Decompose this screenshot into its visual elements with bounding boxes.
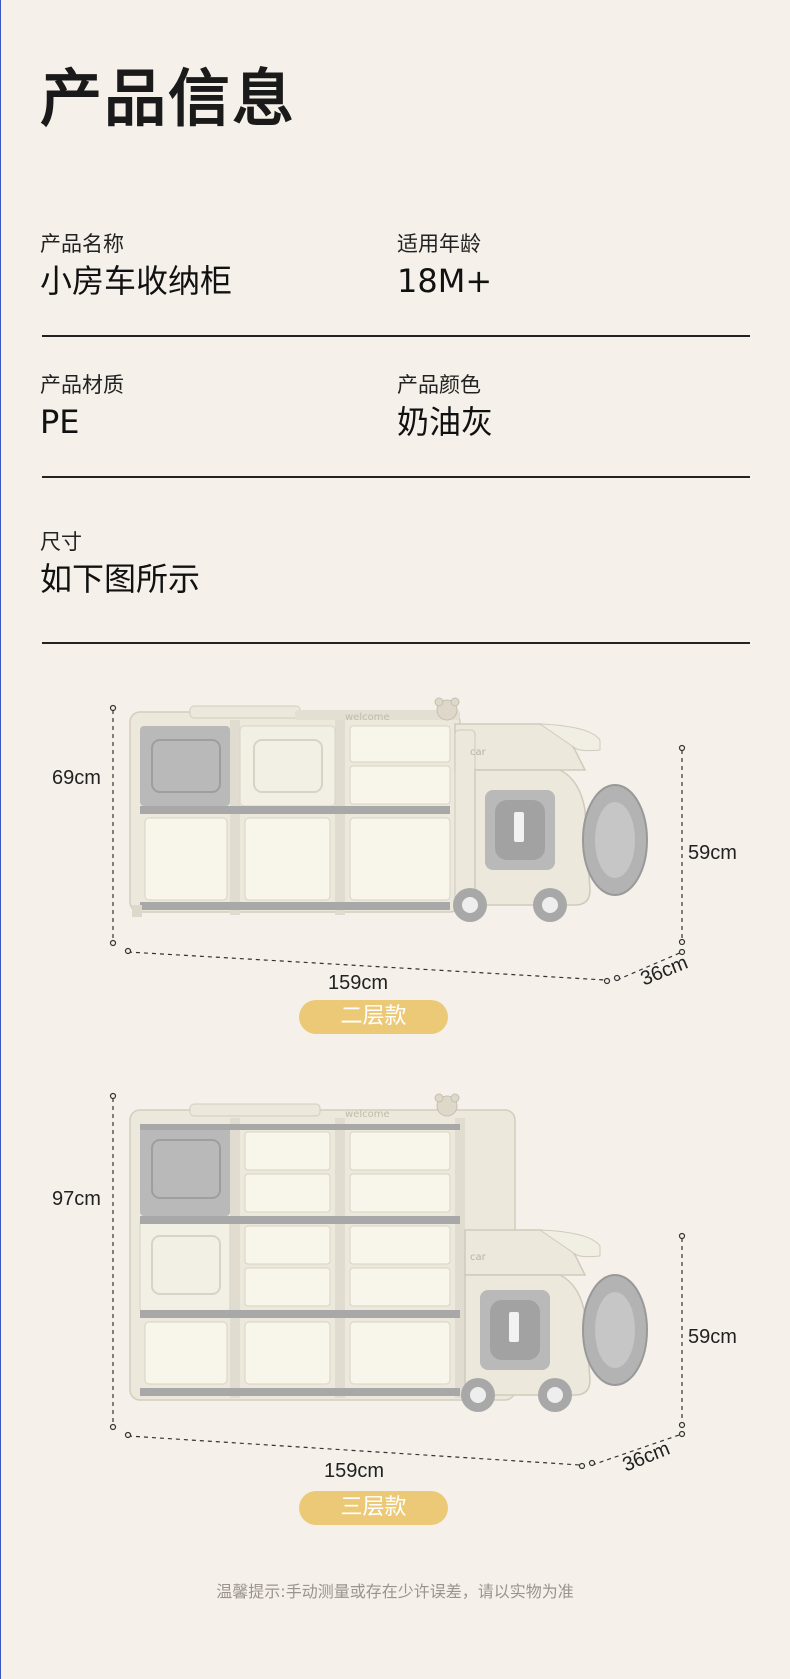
car-logo-text: car xyxy=(470,1252,487,1263)
material-label: 产品材质 xyxy=(40,373,124,397)
variant-badge: 三层款 xyxy=(299,1491,448,1525)
height-left-label: 97cm xyxy=(52,1188,101,1210)
divider xyxy=(42,335,750,337)
variant-badge: 二层款 xyxy=(299,1000,448,1034)
height-left-label: 69cm xyxy=(52,767,101,789)
car-logo-text: car xyxy=(470,747,487,758)
divider xyxy=(42,642,750,644)
color-value: 奶油灰 xyxy=(397,403,494,441)
cabinet-logo-text: welcome xyxy=(345,712,390,723)
divider xyxy=(42,476,750,478)
product-name-field: 产品名称 小房车收纳柜 xyxy=(40,232,233,300)
height-right-label: 59cm xyxy=(688,842,737,864)
cabinet-illustration: welcome car xyxy=(109,1092,686,1470)
width-label: 159cm xyxy=(328,972,389,994)
size-label: 尺寸 xyxy=(40,530,82,554)
width-label: 159cm xyxy=(324,1460,385,1482)
cabinet-logo-text: welcome xyxy=(345,1109,390,1120)
color-field: 产品颜色 奶油灰 xyxy=(397,373,494,441)
measurement-note: 温馨提示:手动测量或存在少许误差，请以实物为准 xyxy=(216,1582,574,1601)
product-name-label: 产品名称 xyxy=(40,232,124,256)
size-value: 如下图所示 xyxy=(40,560,201,598)
product-name-value: 小房车收纳柜 xyxy=(40,262,233,300)
age-value: 18M+ xyxy=(397,262,493,300)
material-field: 产品材质 PE xyxy=(40,373,124,441)
dimension-lines xyxy=(112,1098,683,1466)
page-title: 产品信息 xyxy=(40,62,297,135)
color-label: 产品颜色 xyxy=(397,373,481,397)
dimension-lines xyxy=(112,710,683,981)
product-three-tier: welcome car xyxy=(0,1080,790,1530)
left-border-line xyxy=(0,0,1,1679)
cabinet-illustration: welcome car xyxy=(109,697,686,985)
age-field: 适用年龄 18M+ xyxy=(397,232,493,300)
size-field: 尺寸 如下图所示 xyxy=(40,530,201,598)
product-two-tier: welcome car xyxy=(0,690,790,1050)
height-right-label: 59cm xyxy=(688,1326,737,1348)
age-label: 适用年龄 xyxy=(397,232,481,256)
material-value: PE xyxy=(40,403,80,441)
